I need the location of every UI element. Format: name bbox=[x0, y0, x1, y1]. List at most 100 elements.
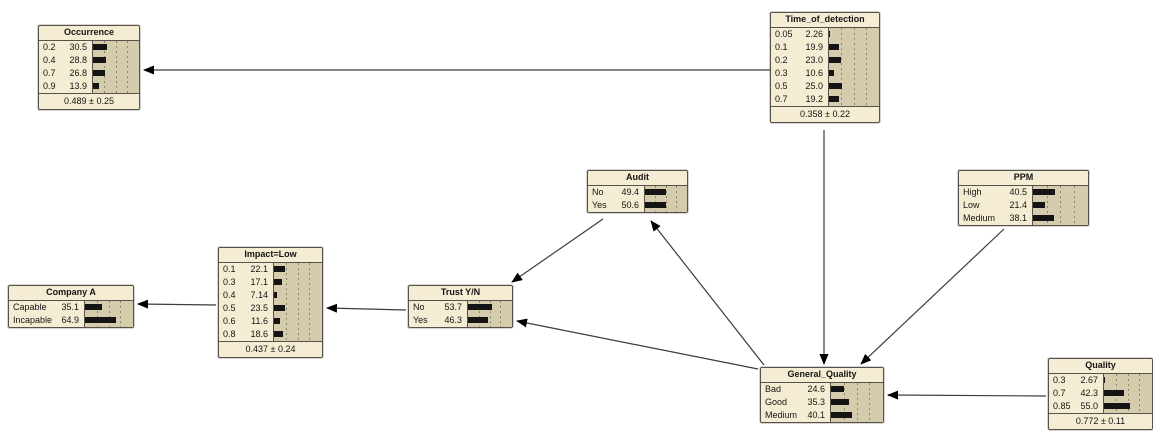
state-label: Bad bbox=[765, 384, 782, 394]
edge-general_quality-to-audit bbox=[650, 220, 765, 366]
node-title: Impact=Low bbox=[219, 248, 322, 263]
state-label: 0.7 bbox=[775, 94, 788, 104]
node-expected-value: 0.772 ± 0.11 bbox=[1049, 413, 1152, 429]
state-probability: 11.6 bbox=[251, 316, 268, 326]
state-probability: 22.1 bbox=[250, 264, 268, 274]
belief-bar bbox=[829, 96, 839, 102]
state-label: High bbox=[963, 187, 982, 197]
node-expected-value: 0.358 ± 0.22 bbox=[771, 106, 879, 122]
state-probability: 2.67 bbox=[1080, 375, 1098, 385]
edge-general_quality-to-trust_yn bbox=[516, 318, 759, 370]
belief-bar bbox=[829, 31, 831, 37]
node-title: Company A bbox=[9, 286, 133, 301]
state-row: 0.5 23.5 bbox=[219, 302, 322, 315]
belief-bar bbox=[645, 202, 667, 208]
state-probability: 21.4 bbox=[1009, 200, 1027, 210]
state-probability: 19.9 bbox=[805, 42, 823, 52]
state-probability: 18.6 bbox=[250, 329, 268, 339]
belief-bar bbox=[1033, 189, 1056, 195]
belief-bar bbox=[1104, 403, 1131, 409]
state-probability: 49.4 bbox=[621, 187, 639, 197]
state-probability: 30.5 bbox=[69, 42, 87, 52]
belief-bar-panel bbox=[92, 41, 139, 93]
state-label: No bbox=[592, 187, 604, 197]
node-expected-value: 0.437 ± 0.24 bbox=[219, 341, 322, 357]
state-label: 0.5 bbox=[223, 303, 236, 313]
state-probability: 23.0 bbox=[805, 55, 823, 65]
belief-bar bbox=[829, 57, 841, 63]
belief-bar-panel bbox=[84, 301, 133, 327]
state-probability: 35.1 bbox=[61, 302, 79, 312]
belief-bar-panel bbox=[1103, 374, 1152, 413]
node-title: General_Quality bbox=[761, 368, 883, 383]
belief-bar bbox=[85, 317, 117, 323]
state-probability: 23.5 bbox=[250, 303, 268, 313]
state-row: No 49.4 bbox=[588, 186, 687, 199]
belief-bar bbox=[274, 318, 280, 324]
belief-bar bbox=[829, 70, 835, 76]
belief-bar bbox=[1104, 390, 1125, 396]
belief-bar bbox=[93, 57, 107, 63]
node-title: Occurrence bbox=[39, 26, 139, 41]
state-probability: 35.3 bbox=[807, 397, 825, 407]
state-label: Low bbox=[963, 200, 980, 210]
belief-bar bbox=[468, 317, 489, 323]
belief-bar bbox=[274, 305, 286, 311]
belief-bar bbox=[829, 83, 842, 89]
belief-bar bbox=[831, 386, 844, 392]
state-label: 0.3 bbox=[223, 277, 236, 287]
belief-bar bbox=[93, 44, 108, 50]
state-label: 0.7 bbox=[1053, 388, 1066, 398]
node-title: Audit bbox=[588, 171, 687, 186]
node-title: Trust Y/N bbox=[409, 286, 512, 301]
state-label: 0.3 bbox=[1053, 375, 1066, 385]
belief-bar bbox=[93, 70, 106, 76]
belief-bar-panel bbox=[467, 301, 512, 327]
state-probability: 50.6 bbox=[621, 200, 639, 210]
edge-impact_low-to-company_a bbox=[137, 299, 217, 309]
state-label: Medium bbox=[765, 410, 798, 420]
state-probability: 24.6 bbox=[807, 384, 825, 394]
state-label: 0.1 bbox=[223, 264, 236, 274]
state-label: Yes bbox=[592, 200, 607, 210]
state-probability: 55.0 bbox=[1080, 401, 1098, 411]
state-probability: 25.0 bbox=[805, 81, 823, 91]
state-probability: 64.9 bbox=[61, 315, 79, 325]
state-probability: 28.8 bbox=[69, 55, 87, 65]
state-label: 0.4 bbox=[223, 290, 236, 300]
state-probability: 40.5 bbox=[1009, 187, 1027, 197]
state-label: Medium bbox=[963, 213, 996, 223]
state-probability: 46.3 bbox=[444, 315, 462, 325]
state-probability: 13.9 bbox=[69, 81, 87, 91]
state-row: High 40.5 bbox=[959, 186, 1088, 199]
state-label: 0.6 bbox=[223, 316, 236, 326]
state-label: Good bbox=[765, 397, 788, 407]
edge-ppm-to-general_quality bbox=[860, 228, 1005, 365]
state-probability: 2.26 bbox=[805, 29, 823, 39]
state-label: 0.2 bbox=[775, 55, 788, 65]
